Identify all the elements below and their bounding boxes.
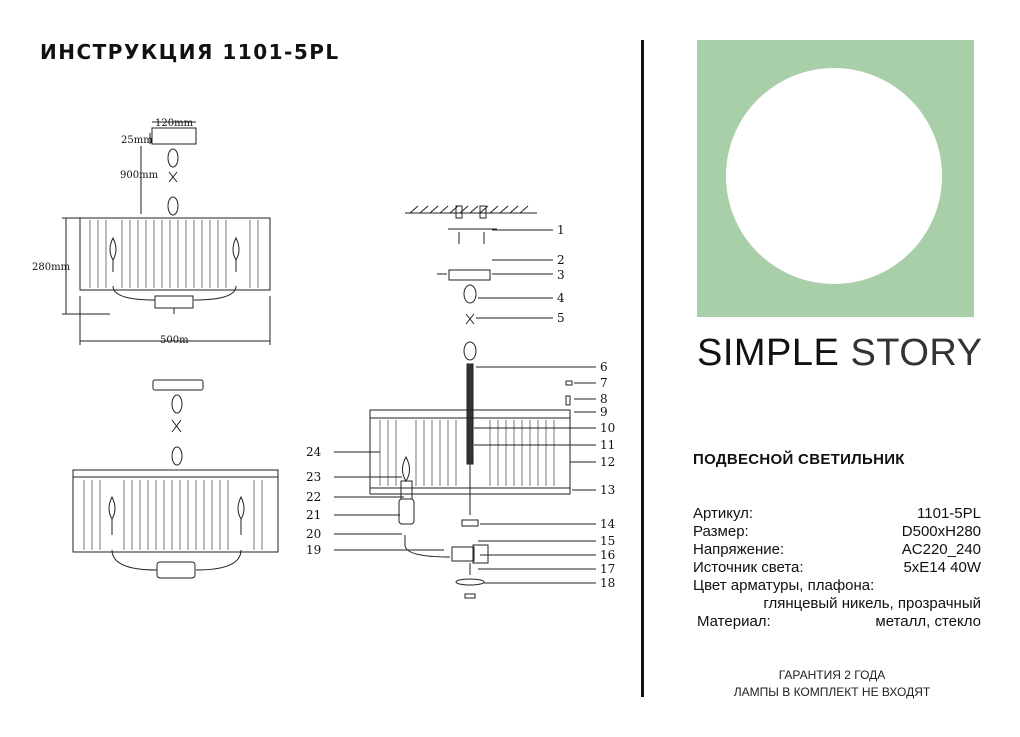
part-label: 6 bbox=[600, 360, 608, 374]
part-label: 14 bbox=[600, 517, 616, 531]
part-label: 9 bbox=[600, 405, 608, 419]
warranty-note: ГАРАНТИЯ 2 ГОДА bbox=[778, 668, 886, 682]
part-label: 19 bbox=[306, 543, 321, 557]
spec-row: Напряжение: AC220_240 bbox=[693, 541, 981, 559]
page-title: ИНСТРУКЦИЯ 1101-5PL bbox=[40, 40, 340, 64]
perspective-view bbox=[72, 379, 279, 579]
spec-label: Цвет арматуры, плафона: bbox=[693, 577, 875, 594]
spec-label: Артикул: bbox=[693, 505, 754, 522]
mount-plate bbox=[448, 269, 491, 281]
dim-top-width: 120mm bbox=[155, 118, 194, 129]
part-label: 20 bbox=[306, 527, 321, 541]
shade-circle bbox=[726, 68, 942, 284]
spec-label: Напряжение: bbox=[693, 541, 785, 558]
brand-thin: STORY bbox=[850, 332, 983, 374]
part-label: 11 bbox=[600, 438, 615, 452]
spec-value: металл, стекло bbox=[875, 613, 981, 630]
lamp-shade bbox=[79, 217, 271, 291]
lamp-shade-perspective bbox=[72, 469, 279, 553]
part-label: 16 bbox=[600, 548, 615, 562]
spec-value: 1101-5PL bbox=[917, 505, 981, 522]
spec-row: Цвет арматуры, плафона: bbox=[693, 577, 981, 595]
part-label: 5 bbox=[557, 311, 565, 325]
dim-chain: 900mm bbox=[120, 170, 159, 181]
part-label: 4 bbox=[557, 291, 565, 305]
part-label: 17 bbox=[600, 562, 615, 576]
part-label: 18 bbox=[600, 576, 615, 590]
part-label: 22 bbox=[306, 490, 321, 504]
vertical-divider bbox=[641, 40, 644, 697]
part-label: 3 bbox=[557, 268, 565, 282]
part-label: 7 bbox=[600, 376, 608, 390]
color-swatch bbox=[697, 40, 974, 317]
dim-diameter: 500m bbox=[160, 335, 189, 346]
dimensioned-view: 120mm 25mm 900mm 280mm 500m bbox=[32, 118, 271, 346]
part-label: 21 bbox=[306, 508, 321, 522]
spec-row: Артикул: 1101-5PL bbox=[693, 505, 981, 523]
spec-value: AC220_240 bbox=[901, 541, 981, 558]
part-label: 10 bbox=[600, 421, 615, 435]
brand-logo: SIMPLE STORY bbox=[697, 332, 982, 375]
part-label: 23 bbox=[306, 470, 321, 484]
part-label: 2 bbox=[557, 253, 565, 267]
lamps-note: ЛАМПЫ В КОМПЛЕКТ НЕ ВХОДЯТ bbox=[733, 685, 931, 699]
part-label: 24 bbox=[306, 445, 322, 459]
spec-value: 5xE14 40W bbox=[903, 559, 981, 576]
chain-tube bbox=[466, 363, 474, 465]
spec-label: Материал: bbox=[697, 613, 771, 630]
spec-row: Материал: металл, стекло bbox=[693, 613, 981, 631]
part-label: 8 bbox=[600, 392, 608, 406]
dim-height: 280mm bbox=[32, 262, 71, 273]
spec-list: Артикул: 1101-5PL Размер: D500xH280 Напр… bbox=[693, 505, 981, 631]
spec-label: Источник света: bbox=[693, 559, 804, 576]
exploded-view: 1 2 3 4 5 6 7 8 9 10 11 12 13 14 15 16 1… bbox=[306, 205, 616, 599]
spec-label: Размер: bbox=[693, 523, 749, 540]
part-label: 1 bbox=[557, 223, 565, 237]
spec-value: D500xH280 bbox=[901, 523, 981, 540]
part-label: 13 bbox=[600, 483, 615, 497]
spec-row: Размер: D500xH280 bbox=[693, 523, 981, 541]
ceiling-canopy bbox=[151, 127, 197, 145]
brand-bold: SIMPLE bbox=[697, 332, 840, 374]
part-label: 15 bbox=[600, 534, 615, 548]
footer-notes: ГАРАНТИЯ 2 ГОДА ЛАМПЫ В КОМПЛЕКТ НЕ ВХОД… bbox=[697, 667, 967, 701]
product-type: ПОДВЕСНОЙ СВЕТИЛЬНИК bbox=[693, 451, 905, 468]
dim-top-height: 25mm bbox=[121, 135, 153, 146]
spec-value: глянцевый никель, прозрачный bbox=[763, 595, 981, 612]
spec-row: Источник света: 5xE14 40W bbox=[693, 559, 981, 577]
technical-drawing: 120mm 25mm 900mm 280mm 500m bbox=[32, 118, 616, 599]
part-label: 12 bbox=[600, 455, 615, 469]
spec-row: глянцевый никель, прозрачный bbox=[693, 595, 981, 613]
